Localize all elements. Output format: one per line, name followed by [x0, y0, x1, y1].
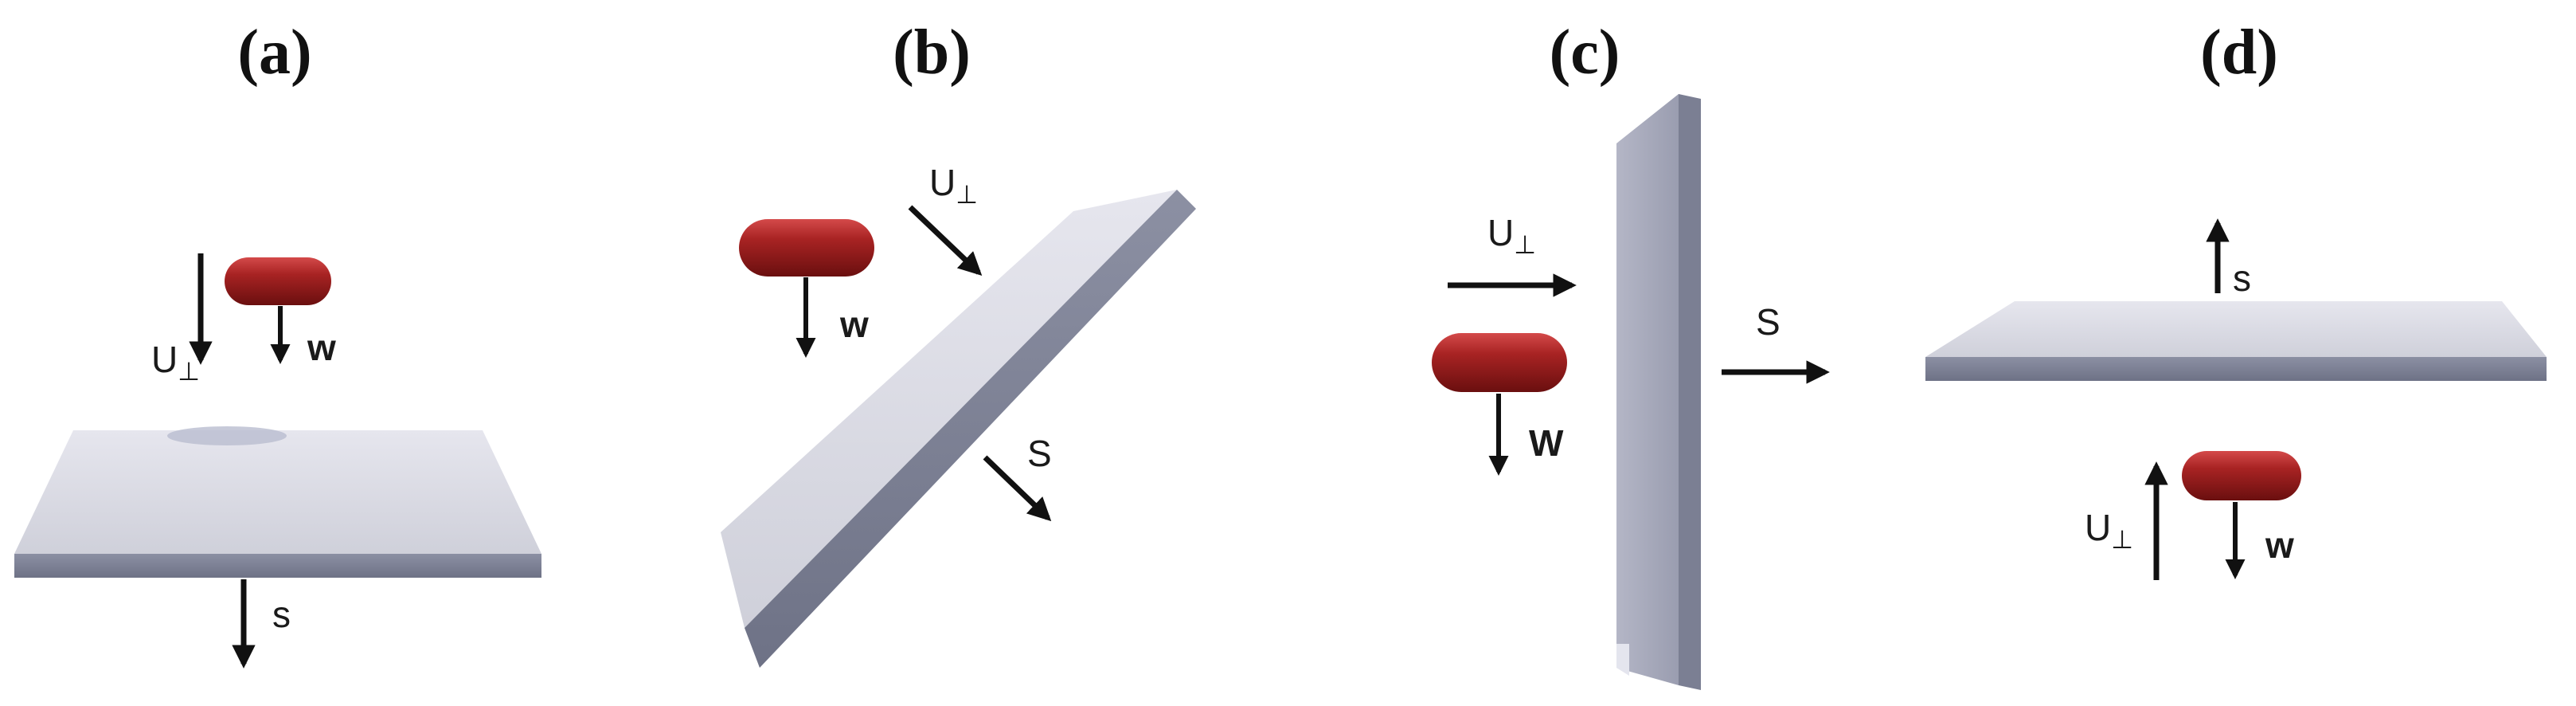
panel-b: (b) U⊥ w S	[721, 18, 1196, 668]
panel-c-label: (c)	[1550, 18, 1620, 88]
plate-b	[721, 190, 1196, 668]
plate-d-top	[1925, 301, 2547, 357]
normal-label-a: s	[272, 594, 291, 635]
normal-label-d: s	[2233, 257, 2251, 299]
capsule-c	[1432, 333, 1567, 392]
settling-label-b: w	[839, 304, 869, 345]
normal-label-c: S	[1756, 301, 1781, 343]
plate-d	[1925, 301, 2547, 381]
settling-label-a: w	[307, 327, 336, 368]
plate-c-side	[1679, 94, 1701, 690]
plate-c	[1616, 94, 1701, 690]
velocity-label-b: U⊥	[929, 162, 978, 209]
normal-label-b: S	[1027, 433, 1052, 474]
plate-d-edge	[1925, 357, 2547, 381]
plate-b-top	[721, 190, 1177, 628]
panel-c: (c) U⊥ W S	[1432, 18, 1830, 690]
plate-a-shadow	[167, 426, 287, 445]
capsule-a	[225, 257, 331, 305]
velocity-arrow-b	[908, 205, 983, 277]
plate-a	[14, 426, 541, 578]
settling-label-c: W	[1529, 422, 1564, 464]
settling-label-d: w	[2265, 524, 2294, 566]
panel-d: (d) s U⊥ w	[1925, 18, 2547, 580]
velocity-label-a: U⊥	[151, 339, 200, 386]
plate-a-top	[14, 430, 541, 554]
velocity-label-d: U⊥	[2085, 507, 2133, 554]
plate-c-face	[1616, 94, 1679, 685]
capsule-b	[739, 219, 874, 277]
panel-d-label: (d)	[2200, 18, 2278, 88]
panel-a-label: (a)	[237, 18, 311, 88]
plate-b-edge	[745, 190, 1196, 668]
normal-arrow-b	[983, 455, 1052, 522]
velocity-label-c: U⊥	[1487, 212, 1536, 259]
panel-b-label: (b)	[893, 18, 971, 88]
panel-a: (a) U⊥ w s	[14, 18, 541, 669]
plate-c-base	[1616, 644, 1629, 676]
plate-a-edge	[14, 554, 541, 578]
capsule-d	[2182, 451, 2301, 500]
